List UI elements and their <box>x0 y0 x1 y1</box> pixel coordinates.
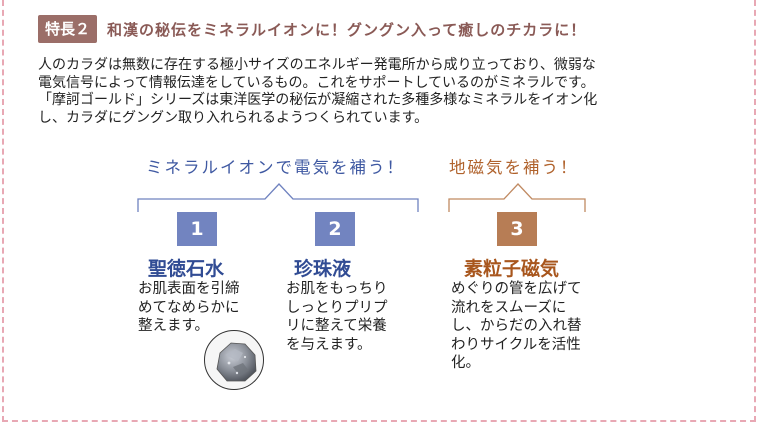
description-line: めてなめらかに <box>138 299 240 316</box>
item-name-2: 珍珠液 <box>294 258 352 280</box>
intro-line: 電気信号によって情報伝達をしているもの。これをサポートしているのがミネラルです。 <box>38 74 595 91</box>
item-description-2: お肌をもっちり しっとりプリプ リに整えて栄養 を与えます。 <box>286 280 388 354</box>
description-line: しっとりプリプ <box>286 299 388 316</box>
description-line: を与えます。 <box>286 336 372 353</box>
description-line: 流れをスムーズに <box>451 299 567 316</box>
description-line: 化。 <box>451 355 480 371</box>
description-line: リに整えて栄養 <box>286 318 387 334</box>
section-header: 特長２ 和漢の秘伝をミネラルイオンに！グングン入って癒しのチカラに！ <box>38 14 586 44</box>
section-title: 和漢の秘伝をミネラルイオンに！グングン入って癒しのチカラに！ <box>107 20 587 39</box>
item-description-3: めぐりの管を広げて 流れをスムーズに し、からだの入れ替 わりサイクルを活性 化… <box>451 280 582 373</box>
mineral-stone-icon <box>204 330 264 390</box>
description-line: し、からだの入れ替 <box>451 318 582 334</box>
group-title-geomagnetic: 地磁気を補う！ <box>449 158 579 177</box>
item-name-1: 聖徳石水 <box>148 258 225 280</box>
intro-line: 人のカラダは無数に存在する極小サイズのエネルギー発電所から成り立っており、微弱な <box>38 57 596 73</box>
description-line: お肌表面を引締 <box>138 281 240 297</box>
group-title-mineral-ion: ミネラルイオンで電気を補う！ <box>146 158 405 177</box>
description-line: 整えます。 <box>138 318 210 334</box>
item-name-3: 素粒子磁気 <box>464 258 560 280</box>
description-line: めぐりの管を広げて <box>451 281 582 297</box>
bracket-mineral-ion <box>137 183 419 212</box>
intro-paragraph: 人のカラダは無数に存在する極小サイズのエネルギー発電所から成り立っており、微弱な… <box>38 57 728 127</box>
item-number-1: 1 <box>177 212 217 246</box>
bracket-geomagnetic <box>448 183 586 212</box>
description-line: わりサイクルを活性 <box>451 336 581 353</box>
description-line: お肌をもっちり <box>286 281 388 297</box>
item-number-2: 2 <box>315 212 355 246</box>
intro-line: 「摩訶ゴールド」シリーズは東洋医学の秘伝が凝縮された多種多様なミネラルをイオン化 <box>38 92 598 108</box>
item-description-1: お肌表面を引締 めてなめらかに 整えます。 <box>138 280 240 336</box>
item-number-3: 3 <box>497 212 537 246</box>
intro-line: し、カラダにグングン取り入れられるようつくられています。 <box>38 109 429 126</box>
feature-badge: 特長２ <box>38 15 98 43</box>
